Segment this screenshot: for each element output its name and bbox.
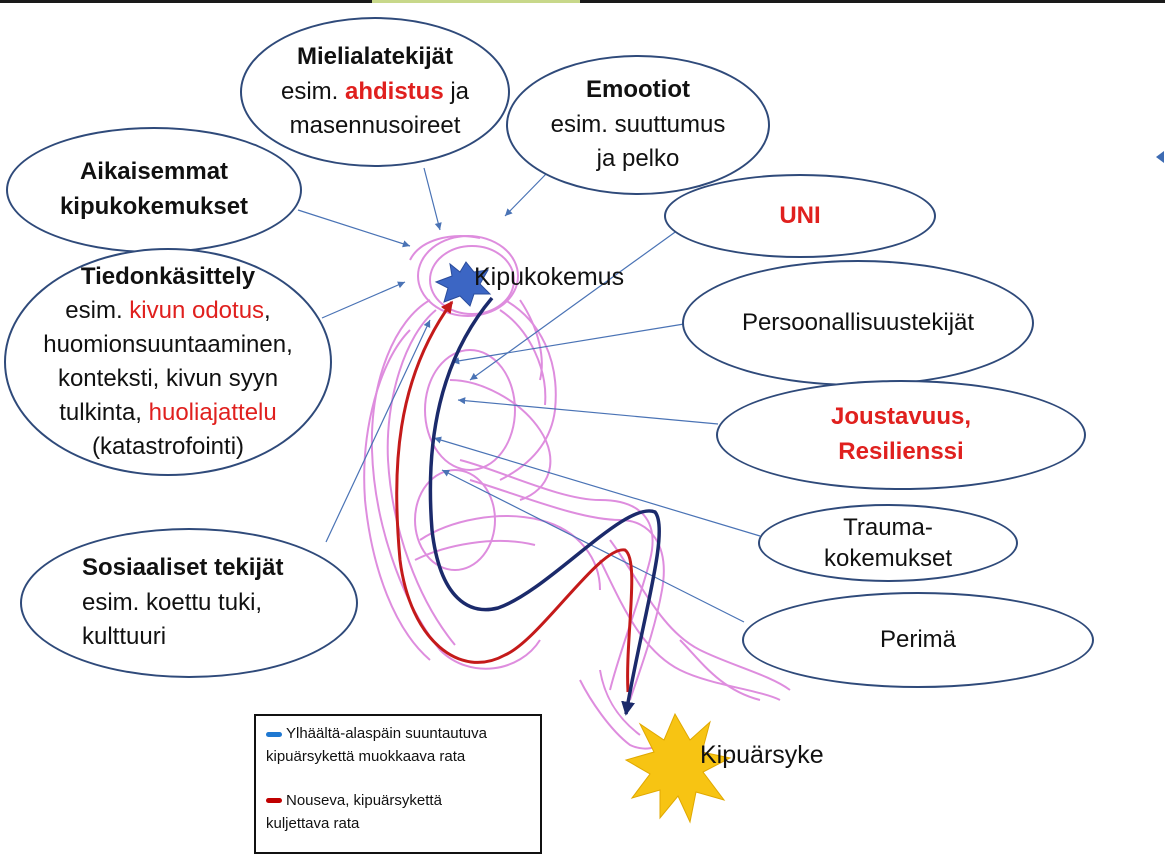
legend-descending-line1: Ylhäältä-alaspäin suuntautuva (266, 722, 540, 745)
brain-burst-icon (434, 261, 492, 307)
label-pain-stimulus: Kipuärsyke (700, 741, 824, 769)
top-bar-accent (372, 0, 580, 3)
bubble-mood-factors: Mielialatekijät esim. ahdistus ja masenn… (240, 17, 510, 167)
resilience-line1: Joustavuus, (830, 403, 972, 431)
window-top-bar (0, 0, 1165, 3)
cognition-interpretation: tulkinta, huoliajattelu (59, 396, 277, 430)
descending-pathway (428, 296, 662, 716)
legend-ascending-swatch (266, 798, 282, 804)
legend-box: Ylhäältä-alaspäin suuntautuva kipuärsyke… (254, 714, 542, 854)
genetics-title: Perimä (879, 625, 957, 653)
bubble-resilience: Joustavuus, Resilienssi (716, 380, 1086, 490)
legend-descending-text2: kipuärsykettä muokkaava rata (266, 748, 466, 766)
cognition-example-prefix: esim. (65, 296, 130, 324)
edge-pointer-icon (1156, 151, 1164, 163)
bubble-sleep: UNI (664, 174, 936, 258)
legend-ascending-line1: Nouseva, kipuärsykettä (266, 789, 540, 812)
cognition-worry: huoliajattelu (148, 399, 277, 427)
bubble-emotions: Emootiot esim. suuttumus ja pelko (506, 55, 770, 195)
past-line2: kipukokemukset (59, 193, 249, 220)
mood-example-suffix: ja (443, 77, 470, 105)
bubble-personality-factors: Persoonallisuustekijät (682, 260, 1034, 386)
bubble-social-factors: Sosiaaliset tekijät esim. koettu tuki, k… (20, 528, 358, 678)
personality-title: Persoonallisuustekijät (741, 308, 975, 336)
resilience-line2: Resilienssi (838, 438, 964, 465)
social-support: esim. koettu tuki, (82, 588, 263, 616)
mood-title: Mielialatekijät (296, 42, 454, 70)
social-culture: kulttuuri (82, 623, 167, 651)
bubble-trauma-experiences: Trauma- kokemukset (758, 504, 1018, 582)
cognition-title: Tiedonkäsittely (80, 262, 256, 290)
legend-spacer (266, 769, 540, 789)
cognition-catastrophizing: (katastrofointi) (91, 433, 245, 461)
sleep-title: UNI (779, 201, 821, 229)
social-title: Sosiaaliset tekijät (82, 553, 284, 581)
cognition-comma: , (264, 296, 271, 324)
cognition-attention: huomionsuuntaaminen, (43, 330, 293, 358)
legend-ascending-text2: kuljettava rata (266, 814, 360, 832)
mood-anxiety: ahdistus (344, 77, 444, 105)
mood-example: esim. ahdistus ja (281, 75, 469, 110)
emotions-title: Emootiot (586, 75, 690, 103)
mood-example-prefix: esim. (280, 77, 345, 105)
emotions-fear: ja pelko (596, 145, 680, 173)
legend-descending-swatch (266, 731, 282, 737)
ascending-pathway (395, 300, 634, 693)
mood-depression: masennusoireet (289, 112, 461, 140)
cognition-pain-expectation: kivun odotus (129, 296, 265, 324)
cognition-context: konteksti, kivun syyn (57, 365, 279, 392)
bubble-information-processing: Tiedonkäsittely esim. kivun odotus, huom… (4, 248, 332, 476)
cognition-expectation: esim. kivun odotus, (65, 294, 270, 328)
trauma-line2: kokemukset (823, 545, 953, 572)
emotions-example: esim. suuttumus (550, 110, 726, 138)
label-pain-experience: Kipukokemus (474, 263, 625, 291)
bubble-genetics: Perimä (742, 592, 1094, 688)
legend-ascending-text1: Nouseva, kipuärsykettä (286, 791, 442, 809)
cognition-interpretation-prefix: tulkinta, (59, 399, 149, 427)
past-line1: Aikaisemmat (79, 158, 229, 186)
connector-arrows (297, 167, 761, 623)
bubble-past-pain-experiences: Aikaisemmat kipukokemukset (6, 127, 302, 253)
trauma-line1: Trauma- (843, 513, 933, 541)
pain-stimulus-burst-icon (624, 712, 732, 824)
legend-descending-text1: Ylhäältä-alaspäin suuntautuva (286, 725, 487, 742)
